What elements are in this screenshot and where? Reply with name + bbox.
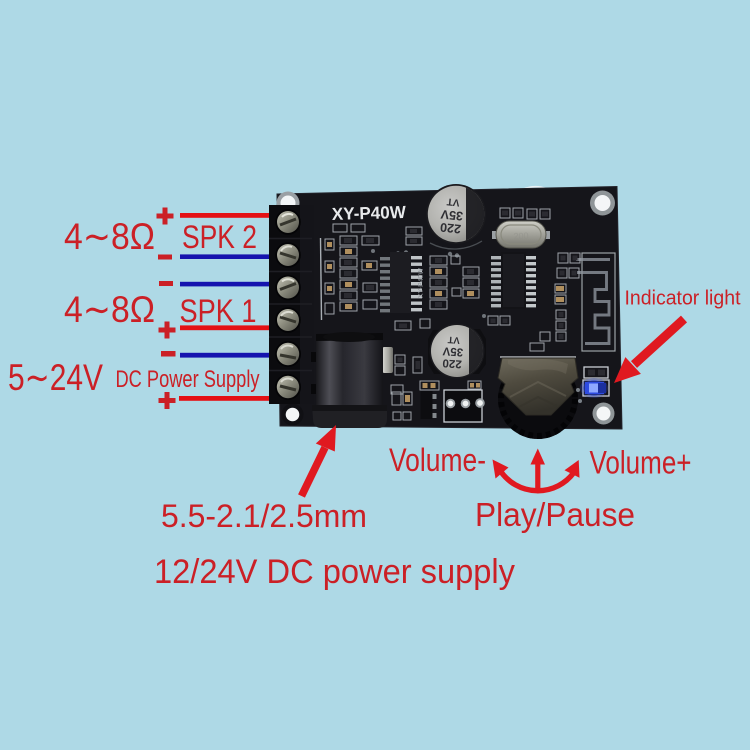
svg-text:XY-P40W: XY-P40W [418,268,425,298]
svg-text:SPK 2: SPK 2 [182,219,257,255]
svg-text:DC Power Supply: DC Power Supply [116,366,261,393]
svg-text:5∼24V: 5∼24V [8,357,103,398]
svg-text:4∼8Ω: 4∼8Ω [64,216,155,257]
svg-text:Volume-: Volume- [389,442,486,478]
svg-text:35V: 35V [442,344,464,357]
svg-text:200: 200 [513,231,528,242]
svg-text:Indicator light: Indicator light [625,288,741,310]
svg-text:12/24V DC power supply: 12/24V DC power supply [154,553,515,591]
svg-text:220: 220 [442,356,462,369]
svg-text:VT: VT [447,334,460,346]
svg-text:5.5-2.1/2.5mm: 5.5-2.1/2.5mm [161,498,367,534]
svg-text:Play/Pause: Play/Pause [475,496,635,533]
svg-text:SPK 1: SPK 1 [180,293,257,329]
svg-text:35V: 35V [439,207,463,223]
svg-text:Volume+: Volume+ [590,445,692,481]
svg-text:220: 220 [439,220,461,236]
svg-text:4∼8Ω: 4∼8Ω [64,289,155,330]
svg-text:XY-P40W: XY-P40W [332,202,407,224]
svg-text:VT: VT [446,195,460,207]
